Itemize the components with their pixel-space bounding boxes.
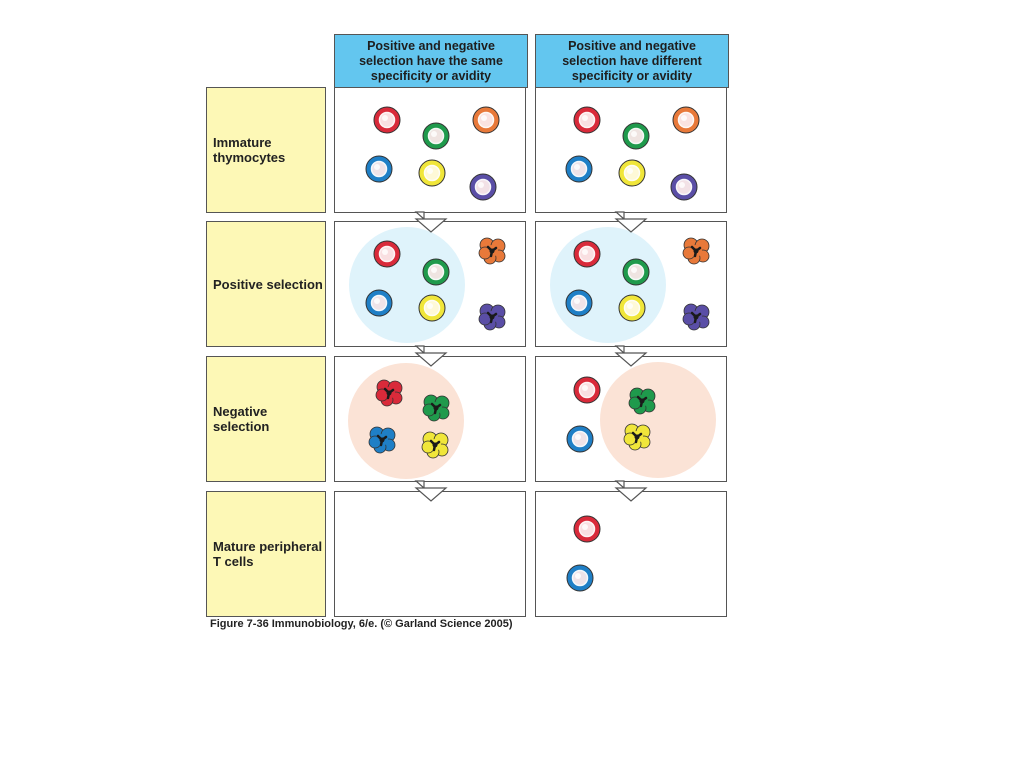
dying-cell-purple [682, 303, 710, 331]
panel-different-mature [535, 491, 727, 617]
arrow-down-icon [614, 480, 648, 502]
cell-red [573, 376, 601, 404]
dying-cell-red [375, 379, 403, 407]
row-label-positive-selection: Positive selection [206, 221, 326, 347]
panel-different-negative-cells [566, 362, 716, 478]
panel-same-immature [334, 87, 526, 213]
panel-different-immature [535, 87, 727, 213]
arrow-down-icon [414, 480, 448, 502]
dying-cell-orange [682, 237, 710, 265]
cell-red [373, 106, 401, 134]
row-label-immature-thymocytes: Immature thymocytes [206, 87, 326, 213]
cell-blue [565, 289, 593, 317]
arrow-down-icon [414, 211, 448, 233]
cell-red [573, 106, 601, 134]
panel-same-positive-cells [349, 227, 506, 343]
panel-same-immature-cells [365, 106, 500, 201]
panel-different-positive-selection [535, 221, 727, 347]
panel-different-positive-cells [550, 227, 710, 343]
dying-cell-green [628, 387, 656, 415]
cell-blue [365, 289, 393, 317]
positive-selection-zone [550, 227, 666, 343]
cell-orange [672, 106, 700, 134]
dying-cell-yellow [421, 431, 449, 459]
cell-blue [565, 155, 593, 183]
cell-yellow [618, 294, 646, 322]
cell-purple [469, 173, 497, 201]
negative-selection-zone [348, 363, 464, 479]
cell-green [422, 122, 450, 150]
cell-red [573, 515, 601, 543]
arrow-down-icon [614, 211, 648, 233]
dying-cell-yellow [623, 423, 651, 451]
panel-different-negative-selection [535, 356, 727, 482]
cell-red [373, 240, 401, 268]
negative-selection-zone [600, 362, 716, 478]
cell-green [622, 258, 650, 286]
cell-red [573, 240, 601, 268]
panel-different-immature-cells [565, 106, 700, 201]
cell-yellow [418, 294, 446, 322]
panel-different-mature-cells [566, 515, 601, 592]
panel-same-negative-cells [348, 363, 464, 479]
cell-orange [472, 106, 500, 134]
cell-yellow [418, 159, 446, 187]
cell-yellow [618, 159, 646, 187]
column-header-same-specificity: Positive and negative selection have the… [334, 34, 528, 88]
column-header-different-specificity: Positive and negative selection have dif… [535, 34, 729, 88]
cell-blue [566, 425, 594, 453]
panel-same-negative-selection [334, 356, 526, 482]
dying-cell-purple [478, 303, 506, 331]
positive-selection-zone [349, 227, 465, 343]
dying-cell-orange [478, 237, 506, 265]
panel-same-mature [334, 491, 526, 617]
figure-caption: Figure 7-36 Immunobiology, 6/e. (© Garla… [210, 618, 513, 630]
row-label-mature-t-cells: Mature peripheral T cells [206, 491, 326, 617]
cell-green [622, 122, 650, 150]
panel-same-positive-selection [334, 221, 526, 347]
dying-cell-green [422, 394, 450, 422]
cell-purple [670, 173, 698, 201]
cell-blue [365, 155, 393, 183]
cell-blue [566, 564, 594, 592]
row-label-negative-selection: Negative selection [206, 356, 326, 482]
arrow-down-icon [414, 345, 448, 367]
cell-green [422, 258, 450, 286]
dying-cell-blue [368, 426, 396, 454]
arrow-down-icon [614, 345, 648, 367]
